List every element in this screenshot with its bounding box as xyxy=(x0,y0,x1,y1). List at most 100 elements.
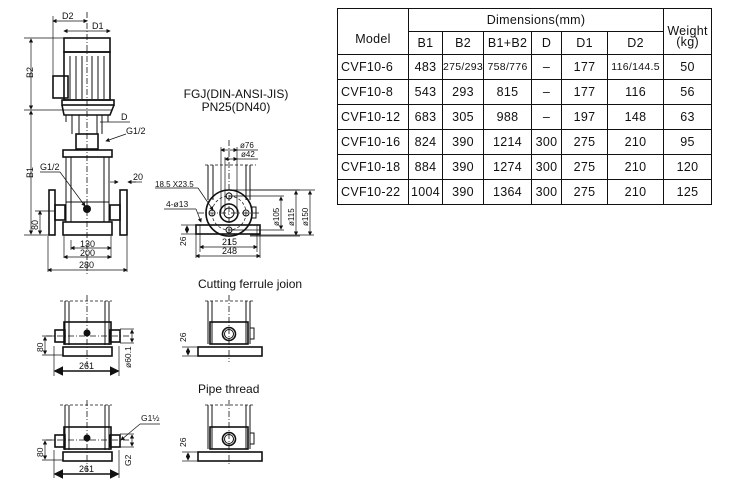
pipe-thread-side-view: 26 xyxy=(178,400,263,466)
col-header-d: D xyxy=(531,31,563,55)
col-header-b1: B1 xyxy=(408,31,443,55)
main-pump-view: D2 D1 B2 B1 80 D G1/2 G1/2 20 130 200 28… xyxy=(24,11,146,275)
cell-d1: 177 xyxy=(561,54,609,80)
cell-b1b2: 1364 xyxy=(483,179,533,205)
col-header-b1b2: B1+B2 xyxy=(483,31,533,55)
dim-130: 130 xyxy=(80,239,95,249)
cell-d2: 116/144.5 xyxy=(607,54,665,80)
dim-248: 248 xyxy=(222,246,237,256)
holes-label: 4-ø13 xyxy=(166,199,188,209)
cell-d2: 116 xyxy=(607,79,665,105)
cell-b2: 390 xyxy=(441,154,485,180)
cell-d2: 148 xyxy=(607,104,665,130)
cell-b1: 543 xyxy=(408,79,443,105)
cutting-phi60: ø60.1 xyxy=(123,346,133,368)
cell-b2: 293 xyxy=(441,79,485,105)
cell-b1b2: 988 xyxy=(483,104,533,130)
cell-model: CVF10-8 xyxy=(337,79,409,105)
cell-b1: 884 xyxy=(408,154,443,180)
cell-d1: 275 xyxy=(561,154,609,180)
cell-weight: 50 xyxy=(663,54,713,80)
cell-b2: 390 xyxy=(441,129,485,155)
cell-weight: 120 xyxy=(663,154,713,180)
cell-d: 300 xyxy=(531,179,563,205)
b2-label: B2 xyxy=(25,67,35,78)
pipe-dim-261: 261 xyxy=(79,464,94,474)
cell-b1: 683 xyxy=(408,104,443,130)
phi76-label: ø76 xyxy=(240,141,254,150)
d1-label: D1 xyxy=(92,21,104,31)
cell-b1b2: 1214 xyxy=(483,129,533,155)
cell-d1: 275 xyxy=(561,129,609,155)
pipe-g2-label: G2 xyxy=(123,454,133,466)
g-side-label: G1/2 xyxy=(40,162,60,172)
cell-d: – xyxy=(531,79,563,105)
pipe-thread-title: Pipe thread xyxy=(198,382,259,396)
weight-header: Weight (kg) xyxy=(663,8,713,55)
b1-label: B1 xyxy=(25,167,35,178)
pressure-title: PN25(DN40) xyxy=(202,100,271,114)
cell-model: CVF10-18 xyxy=(337,154,409,180)
cell-d2: 210 xyxy=(607,154,665,180)
cutting-ferrule-side-view: 26 xyxy=(178,295,263,362)
cell-b1: 824 xyxy=(408,129,443,155)
cell-weight: 56 xyxy=(663,79,713,105)
cell-d1: 177 xyxy=(561,79,609,105)
cutting-dim-26: 26 xyxy=(178,332,188,342)
slot-label: 18.5 X23.5 xyxy=(155,180,194,189)
dim-26: 26 xyxy=(178,236,188,246)
cell-d1: 197 xyxy=(561,104,609,130)
cell-b2: 275/293 xyxy=(441,54,485,80)
model-header: Model xyxy=(337,8,409,55)
cell-d: 300 xyxy=(531,129,563,155)
cell-model: CVF10-16 xyxy=(337,129,409,155)
dim-200: 200 xyxy=(80,248,95,258)
col-header-b2: B2 xyxy=(441,31,485,55)
cell-weight: 95 xyxy=(663,129,713,155)
cell-d2: 210 xyxy=(607,129,665,155)
cell-b1b2: 1274 xyxy=(483,154,533,180)
cutting-ferrule-front-view: 80 ø60.1 261 xyxy=(35,295,135,376)
dim-280: 280 xyxy=(79,260,94,270)
dim-80: 80 xyxy=(30,220,40,230)
cell-model: CVF10-12 xyxy=(337,104,409,130)
phi105-label: ø105 xyxy=(272,207,281,226)
d-label: D xyxy=(121,112,128,122)
cell-d: – xyxy=(531,104,563,130)
phi150-label: ø150 xyxy=(301,207,310,226)
pipe-g-label: G1½ xyxy=(141,413,159,423)
cell-model: CVF10-22 xyxy=(337,179,409,205)
cutting-dim-80: 80 xyxy=(35,342,45,352)
cell-b2: 305 xyxy=(441,104,485,130)
cell-model: CVF10-6 xyxy=(337,54,409,80)
pipe-thread-front-view: 80 G1½ G2 261 xyxy=(35,400,160,479)
cell-d1: 275 xyxy=(561,179,609,205)
phi115-label: ø115 xyxy=(287,208,296,226)
cutting-dim-261: 261 xyxy=(79,361,94,371)
dim-215: 215 xyxy=(222,237,237,247)
d2-label: D2 xyxy=(62,11,74,21)
pipe-dim-26: 26 xyxy=(178,437,188,447)
cell-weight: 125 xyxy=(663,179,713,205)
col-header-d2: D2 xyxy=(607,31,665,55)
cell-d: 300 xyxy=(531,154,563,180)
standard-title: FGJ(DIN-ANSI-JIS) xyxy=(184,87,289,101)
flange-side-view: ø76 ø42 18.5 X23.5 4-ø13 ø105 ø115 ø150 … xyxy=(155,140,315,259)
cell-b2: 390 xyxy=(441,179,485,205)
g-top-label: G1/2 xyxy=(126,126,146,136)
cell-weight: 63 xyxy=(663,104,713,130)
dimensions-header: Dimensions(mm) xyxy=(407,8,665,32)
dim-20: 20 xyxy=(133,172,143,182)
phi42-label: ø42 xyxy=(241,150,255,159)
cell-b1b2: 815 xyxy=(483,79,533,105)
dimensions-table: Model Dimensions(mm) Weight (kg) B1 B2 B… xyxy=(337,8,713,205)
cell-b1: 1004 xyxy=(408,179,443,205)
col-header-d1: D1 xyxy=(561,31,609,55)
